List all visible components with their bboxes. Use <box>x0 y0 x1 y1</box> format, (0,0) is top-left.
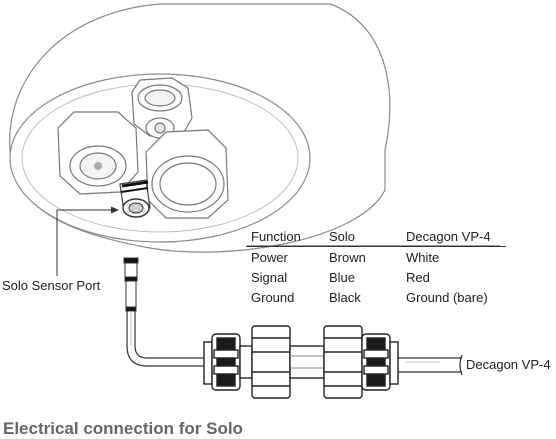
sensor-port-leader <box>56 209 114 276</box>
table-row: Signal Blue Red <box>246 267 506 287</box>
cell-decagon: Ground (bare) <box>406 289 488 305</box>
table-row: Power Brown White <box>246 247 506 268</box>
cell-function: Ground <box>251 289 295 305</box>
table-header-row: Function Solo Decagon VP-4 <box>246 228 506 247</box>
sensor-cable <box>126 311 212 367</box>
top-connector <box>131 77 193 139</box>
cell-function: Signal <box>251 269 288 285</box>
leader-arrowhead <box>111 206 119 214</box>
left-connector <box>57 111 139 195</box>
header-solo: Solo <box>329 228 356 244</box>
wiring-table: Function Solo Decagon VP-4 Power Brown W… <box>246 228 506 307</box>
vp4-cable-label: Decagon VP-4 <box>466 357 551 372</box>
sealed-port <box>145 129 229 219</box>
cell-decagon: White <box>406 249 440 265</box>
header-function: Function <box>251 228 301 244</box>
table-row: Ground Black Ground (bare) <box>246 287 506 307</box>
cell-solo: Blue <box>329 269 356 285</box>
sensor-port-label: Solo Sensor Port <box>2 278 101 293</box>
cell-function: Power <box>251 249 288 265</box>
splice-connector <box>203 325 399 399</box>
figure-caption: Electrical connection for Solo <box>3 419 243 438</box>
cell-solo: Black <box>329 289 361 305</box>
header-decagon: Decagon VP-4 <box>406 228 491 244</box>
sensor-port-plug <box>119 179 151 218</box>
cell-solo: Brown <box>329 249 366 265</box>
sensor-cable-plug <box>123 257 139 312</box>
cell-decagon: Red <box>406 269 430 285</box>
